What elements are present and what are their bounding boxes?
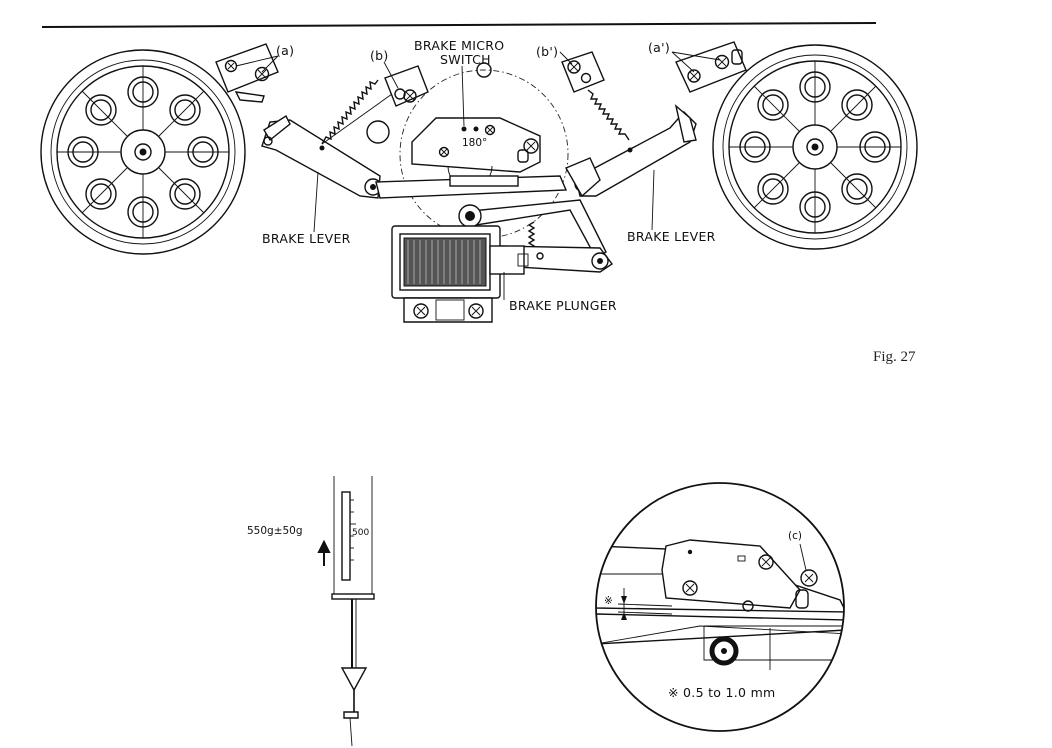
label-brake-lever-left: BRAKE LEVER	[262, 231, 351, 246]
detail-view	[595, 482, 845, 732]
detail-gap-mark: ※	[604, 595, 613, 607]
right-reel	[712, 44, 918, 250]
label-a-prime: (a')	[648, 40, 670, 55]
boss-left	[366, 120, 390, 144]
label-brake-plunger: BRAKE PLUNGER	[509, 298, 617, 313]
detail-label-c: (c)	[788, 530, 802, 542]
label-brake-micro-switch-line1: BRAKE MICRO	[414, 38, 504, 53]
gauge-force-label: 550g±50g	[247, 525, 303, 537]
left-brake-lever	[261, 114, 382, 199]
left-spring	[321, 79, 393, 145]
brake-plunger-solenoid	[391, 225, 529, 323]
label-b: (b)	[370, 48, 389, 63]
left-reel	[40, 49, 246, 255]
label-brake-micro-switch-line2: SWITCH	[440, 52, 491, 67]
tension-gauge	[317, 476, 375, 747]
bracket-b	[384, 65, 429, 107]
leader-lines	[235, 51, 721, 300]
label-a: (a)	[276, 43, 294, 58]
bracket-a-prime	[675, 41, 747, 93]
brake-link-bar	[375, 157, 601, 199]
bracket-a	[215, 43, 279, 103]
label-angle: 180°	[462, 137, 487, 149]
chassis-edge-line	[41, 22, 877, 28]
figure-caption: Fig. 27	[873, 349, 916, 365]
detail-gap-spec: ※ 0.5 to 1.0 mm	[668, 685, 776, 700]
micro-switch	[411, 117, 541, 173]
small-hole	[476, 62, 492, 78]
label-brake-lever-right: BRAKE LEVER	[627, 229, 716, 244]
gauge-scale-mark: 500	[352, 528, 369, 538]
bracket-b-prime	[561, 51, 605, 93]
label-b-prime: (b')	[536, 44, 558, 59]
right-spring	[587, 89, 630, 141]
pull-arrow-icon	[317, 539, 331, 566]
